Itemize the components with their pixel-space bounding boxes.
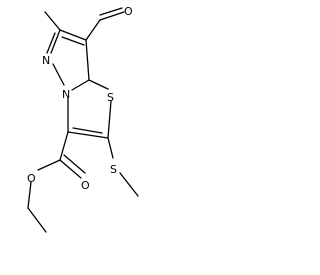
atom-ester-carbonyl-oxygen: O [81,179,90,192]
atom-ring-nitrogen-upper: N [42,54,50,67]
bond-n1-nbridge [52,63,65,86]
bond-c7a-nbridge [71,79,90,91]
atom-thioether-sulfur: S [110,163,117,176]
atom-ester-alkoxy-oxygen: O [27,172,36,185]
bond-c6-c7 [59,29,87,41]
bond-c6-n1 [50,29,61,54]
bond-ester-c-o-double-inner [63,154,86,174]
atom-aldehyde-oxygen: O [124,5,133,18]
bond-o-ch2 [27,181,32,209]
bond-c7-formyl-carbon [85,19,101,41]
bond-ch2-ch3 [27,207,47,233]
bond-formyl-c-o-inner [99,7,123,16]
bond-sme-methyl [119,172,139,197]
atom-ring-sulfur: S [107,91,114,104]
bond-methyl [44,11,61,31]
atom-ring-nitrogen-bridge: N [62,88,70,101]
ethyl-formyl-methyl-methylthio-pyrazolothiazole-carboxylate-structure: O N N S S O O [27,5,139,233]
bond-formyl-c-o [99,11,125,21]
bond-sring-c2 [107,100,112,139]
bond-ester-c-o-single [37,159,61,171]
bond-c2-c3-inner [72,127,103,134]
bond-c7a-sring [88,79,109,90]
bond-c2-c3 [67,131,109,139]
bond-ester-c-o-double [59,159,82,179]
bond-c6-n1-inner [46,32,56,54]
bond-c6-c7-inner [61,36,85,46]
bond-c7-c7a [85,39,90,81]
bond-c3-ester-carbon [59,131,69,161]
bond-c2-sme [107,137,114,159]
